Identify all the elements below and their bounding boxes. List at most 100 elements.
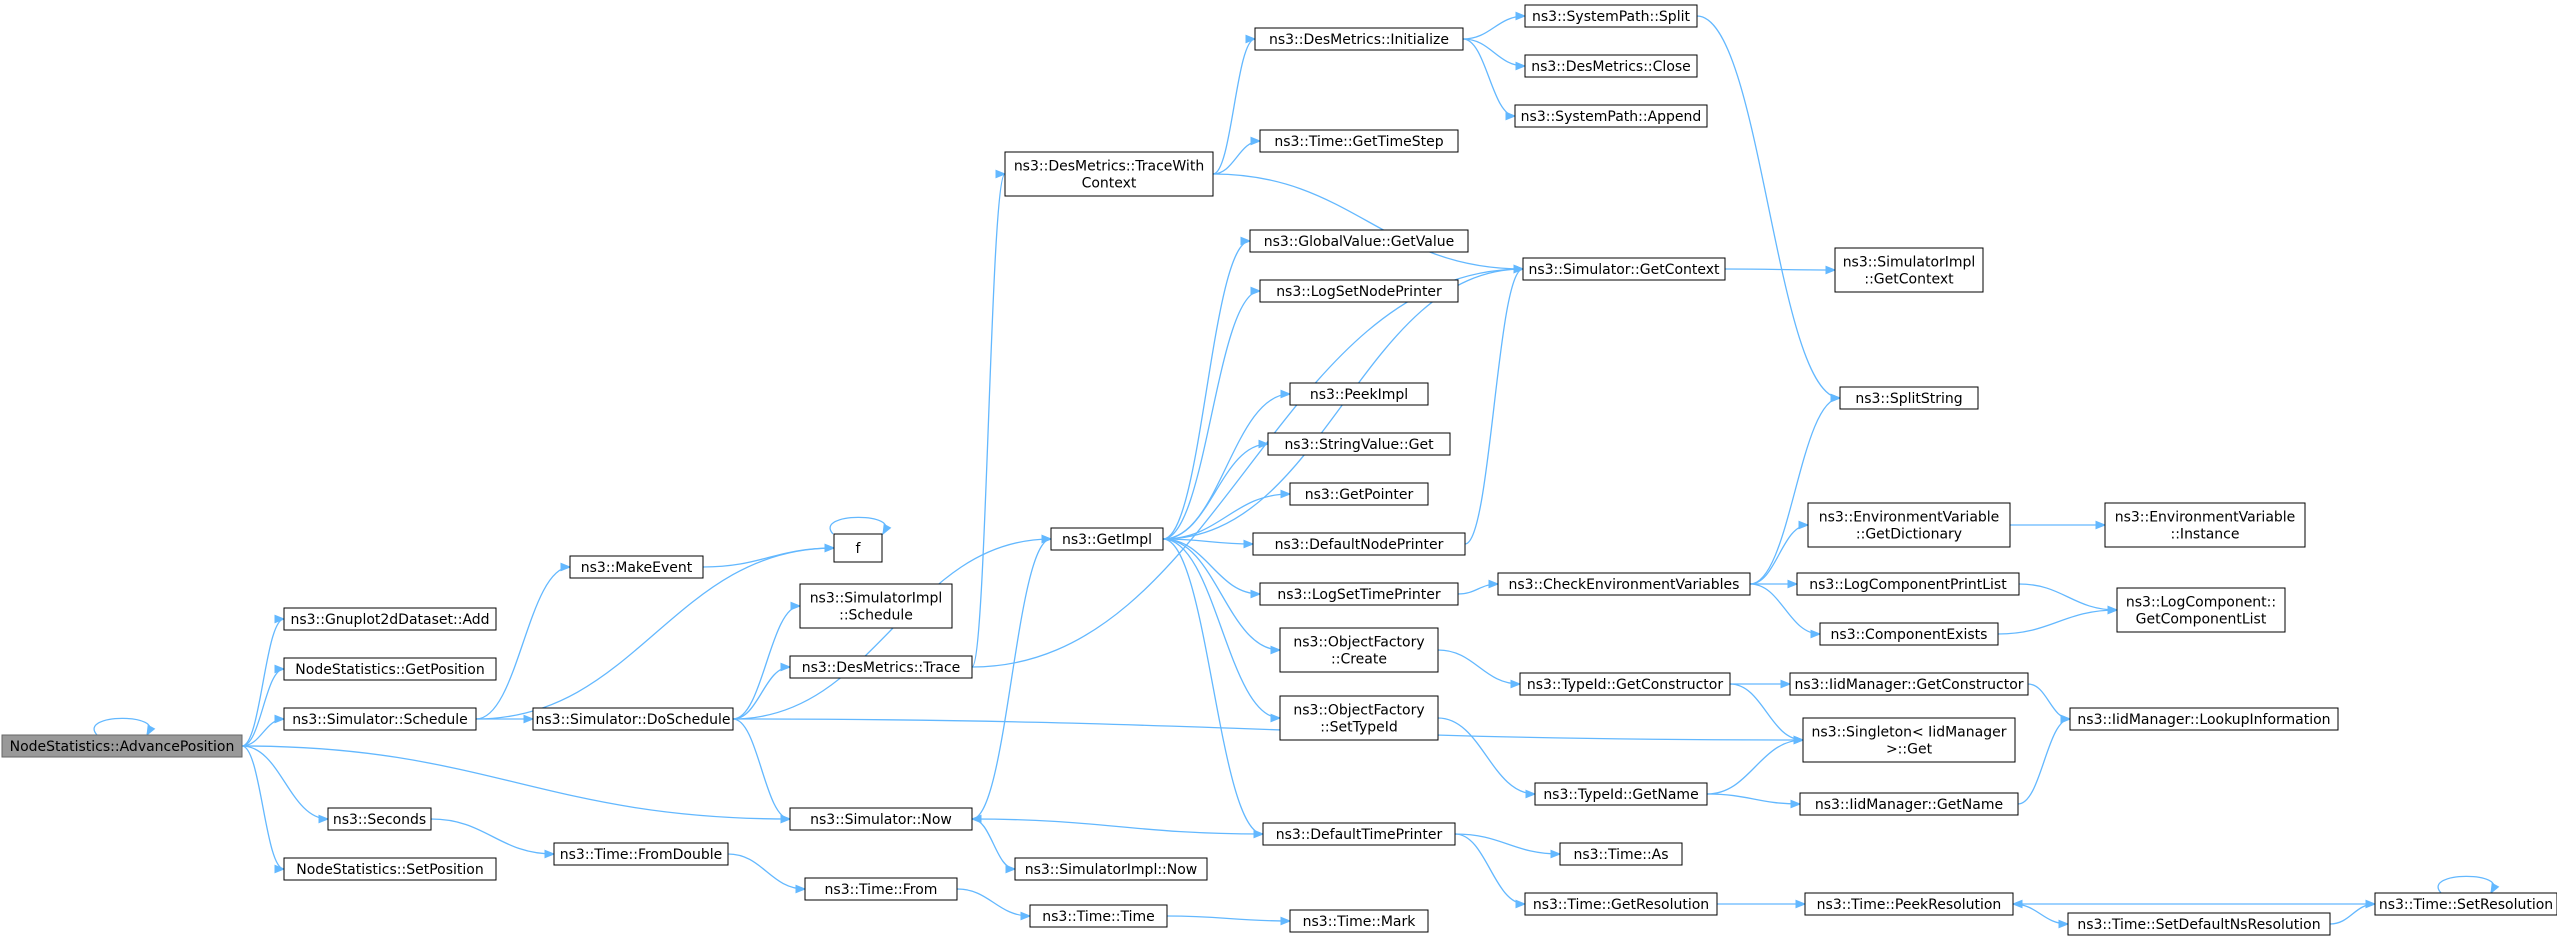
node-time_time[interactable]: ns3::Time::Time [1029, 904, 1168, 928]
node-deftime[interactable]: ns3::DefaultTimePrinter [1262, 822, 1456, 846]
node-of_settype[interactable]: ns3::ObjectFactory::SetTypeId [1279, 695, 1439, 741]
node-iid_getname[interactable]: ns3::IidManager::GetName [1799, 792, 2019, 816]
node-seconds[interactable]: ns3::Seconds [327, 807, 432, 831]
node-box [1522, 257, 1726, 281]
node-iid_lookup[interactable]: ns3::IidManager::LookupInformation [2069, 707, 2339, 731]
node-gv_get[interactable]: ns3::GlobalValue::GetValue [1249, 229, 1469, 253]
node-sp_append[interactable]: ns3::SystemPath::Append [1514, 104, 1708, 128]
node-box [833, 533, 883, 563]
node-getimpl[interactable]: ns3::GetImpl [1050, 527, 1164, 551]
node-label: ns3::GlobalValue::GetValue [1264, 234, 1454, 250]
node-sim_getctx[interactable]: ns3::Simulator::GetContext [1522, 257, 1726, 281]
node-desm_close[interactable]: ns3::DesMetrics::Close [1524, 54, 1698, 78]
edge-arrowhead [1488, 579, 1500, 589]
node-simimpl_getctx[interactable]: ns3::SimulatorImpl::GetContext [1834, 247, 1984, 293]
edge-arrowhead [1525, 789, 1537, 799]
edge-arrowhead [544, 849, 556, 859]
node-label: >::Get [1886, 742, 1933, 758]
edge-advance-to-seconds [241, 745, 330, 824]
edge-path [732, 718, 791, 820]
node-peekres[interactable]: ns3::Time::PeekResolution [1804, 892, 2014, 916]
node-time_mark[interactable]: ns3::Time::Mark [1289, 909, 1429, 933]
edge-arrowhead [1505, 111, 1517, 121]
node-logsettime[interactable]: ns3::LogSetTimePrinter [1259, 582, 1459, 606]
node-singleton_get[interactable]: ns3::Singleton< IidManager>::Get [1802, 717, 2016, 763]
node-makeevent[interactable]: ns3::MakeEvent [569, 555, 704, 579]
node-box [1050, 527, 1164, 551]
edge-arrowhead [1795, 899, 1807, 909]
edge-arrowhead [1830, 393, 1842, 403]
edge-path [1696, 15, 1841, 399]
node-ns_setpos[interactable]: NodeStatistics::SetPosition [283, 857, 497, 881]
node-box [1789, 672, 2029, 696]
node-label: ns3::Time::Time [1042, 909, 1154, 925]
node-time_as[interactable]: ns3::Time::As [1559, 842, 1683, 866]
node-desm_init[interactable]: ns3::DesMetrics::Initialize [1254, 27, 1464, 51]
node-box [789, 807, 973, 831]
edge-path [475, 566, 571, 720]
node-box [1559, 842, 1683, 866]
node-fromdouble[interactable]: ns3::Time::FromDouble [553, 842, 729, 866]
node-box [1249, 229, 1469, 253]
node-of_create[interactable]: ns3::ObjectFactory::Create [1279, 627, 1439, 673]
node-time_setres[interactable]: ns3::Time::SetResolution [2374, 892, 2557, 916]
node-setdefns[interactable]: ns3::Time::SetDefaultNsResolution [2067, 912, 2331, 936]
node-label: ns3::SystemPath::Split [1532, 9, 1690, 25]
edge-path [971, 538, 1052, 820]
edge-dosched-to-desm_trace [732, 662, 792, 720]
node-env_instance[interactable]: ns3::EnvironmentVariable::Instance [2104, 502, 2306, 548]
node-time_from[interactable]: ns3::Time::From [804, 877, 958, 901]
node-desm_trace[interactable]: ns3::DesMetrics::Trace [789, 655, 973, 679]
node-label: ns3::DesMetrics::Trace [802, 660, 961, 676]
node-label: ns3::Time::SetResolution [2379, 897, 2553, 913]
node-label: ns3::Time::GetResolution [1533, 897, 1709, 913]
node-ns_getpos[interactable]: NodeStatistics::GetPosition [283, 657, 497, 681]
node-env_getdict[interactable]: ns3::EnvironmentVariable::GetDictionary [1807, 502, 2011, 548]
node-logcomp_print[interactable]: ns3::LogComponentPrintList [1796, 572, 2020, 596]
node-simimpl_sched[interactable]: ns3::SimulatorImpl::Schedule [799, 583, 953, 629]
node-time_getres[interactable]: ns3::Time::GetResolution [1524, 892, 1718, 916]
node-label: ns3::EnvironmentVariable [2115, 510, 2296, 526]
node-checkenv[interactable]: ns3::CheckEnvironmentVariables [1497, 572, 1751, 596]
node-defnode[interactable]: ns3::DefaultNodePrinter [1252, 532, 1466, 556]
edge-iid_getname-to-iid_lookup [2017, 714, 2072, 805]
node-logsetnode[interactable]: ns3::LogSetNodePrinter [1259, 279, 1459, 303]
node-splitstring[interactable]: ns3::SplitString [1839, 386, 1979, 410]
node-gp_add[interactable]: ns3::Gnuplot2dDataset::Add [283, 607, 497, 631]
node-label: ns3::DefaultTimePrinter [1276, 827, 1443, 843]
edge-getimpl-to-getpointer [1162, 489, 1292, 540]
edge-path [1724, 268, 1836, 271]
edge-path [1997, 609, 2118, 635]
node-sim_schedule[interactable]: ns3::Simulator::Schedule [283, 707, 477, 731]
node-box [1497, 572, 1751, 596]
edge-desm_init-to-desm_close [1462, 38, 1527, 71]
node-getpointer[interactable]: ns3::GetPointer [1289, 482, 1429, 506]
node-dosched[interactable]: ns3::Simulator::DoSchedule [532, 707, 734, 731]
node-advance[interactable]: NodeStatistics::AdvancePosition [1, 734, 243, 758]
edge-of_settype-to-tid_getname [1437, 717, 1537, 799]
node-logcomp_getlist[interactable]: ns3::LogComponent::GetComponentList [2116, 587, 2286, 633]
node-iid_getctor[interactable]: ns3::IidManager::GetConstructor [1789, 672, 2029, 696]
node-sp_split[interactable]: ns3::SystemPath::Split [1524, 4, 1698, 28]
node-f[interactable]: f [833, 533, 883, 563]
node-box [1819, 622, 1999, 646]
node-peekimpl[interactable]: ns3::PeekImpl [1289, 382, 1429, 406]
edge-arrowhead [1790, 799, 1802, 809]
edge-arrowhead [274, 664, 286, 674]
node-getts[interactable]: ns3::Time::GetTimeStep [1259, 129, 1459, 153]
node-sim_now[interactable]: ns3::Simulator::Now [789, 807, 973, 831]
node-box [2374, 892, 2557, 916]
node-sv_get[interactable]: ns3::StringValue::Get [1267, 432, 1451, 456]
node-compexists[interactable]: ns3::ComponentExists [1819, 622, 1999, 646]
node-box [1254, 27, 1464, 51]
node-label: ns3::SimulatorImpl [810, 591, 943, 607]
edge-path [956, 888, 1031, 917]
edge-path [1706, 793, 1801, 805]
edge-path [241, 745, 791, 820]
node-tid_getctor[interactable]: ns3::TypeId::GetConstructor [1519, 672, 1731, 696]
node-label: NodeStatistics::SetPosition [296, 862, 483, 878]
node-simimpl_now[interactable]: ns3::SimulatorImpl::Now [1014, 857, 1208, 881]
edge-arrowhead [995, 169, 1007, 179]
node-tid_getname[interactable]: ns3::TypeId::GetName [1534, 782, 1708, 806]
